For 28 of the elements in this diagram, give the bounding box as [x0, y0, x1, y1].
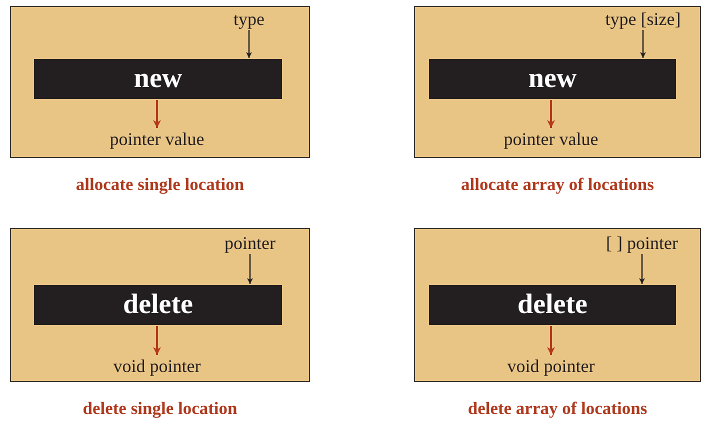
- arrow: [153, 100, 161, 128]
- arrow: [547, 100, 555, 128]
- operator-panel: [10, 6, 310, 158]
- operand-label: void pointer: [507, 356, 595, 376]
- arrow: [547, 326, 555, 355]
- operator-bar: new: [429, 59, 676, 99]
- arrow: [246, 30, 252, 58]
- panel-caption: delete array of locations: [468, 398, 648, 418]
- operator-bar: delete: [429, 285, 676, 325]
- operand-label: type [size]: [605, 9, 681, 29]
- arrow: [153, 326, 161, 355]
- operand-label: type: [234, 9, 264, 29]
- panel-caption: delete single location: [82, 398, 238, 418]
- operator-panel: [414, 6, 701, 158]
- operand-label: pointer: [224, 233, 276, 253]
- arrow: [247, 254, 253, 284]
- operand-label: void pointer: [113, 356, 201, 376]
- operator-bar: new: [34, 59, 282, 99]
- arrow: [639, 254, 645, 284]
- operator-panel: [10, 228, 310, 382]
- panel-caption: allocate single location: [76, 174, 244, 194]
- panel-caption: allocate array of locations: [461, 174, 654, 194]
- operand-label: [ ] pointer: [606, 233, 678, 253]
- arrow: [640, 30, 646, 58]
- operand-label: pointer value: [504, 129, 598, 149]
- operator-bar: delete: [34, 285, 282, 325]
- operand-label: pointer value: [110, 129, 204, 149]
- operator-panel: [414, 228, 701, 382]
